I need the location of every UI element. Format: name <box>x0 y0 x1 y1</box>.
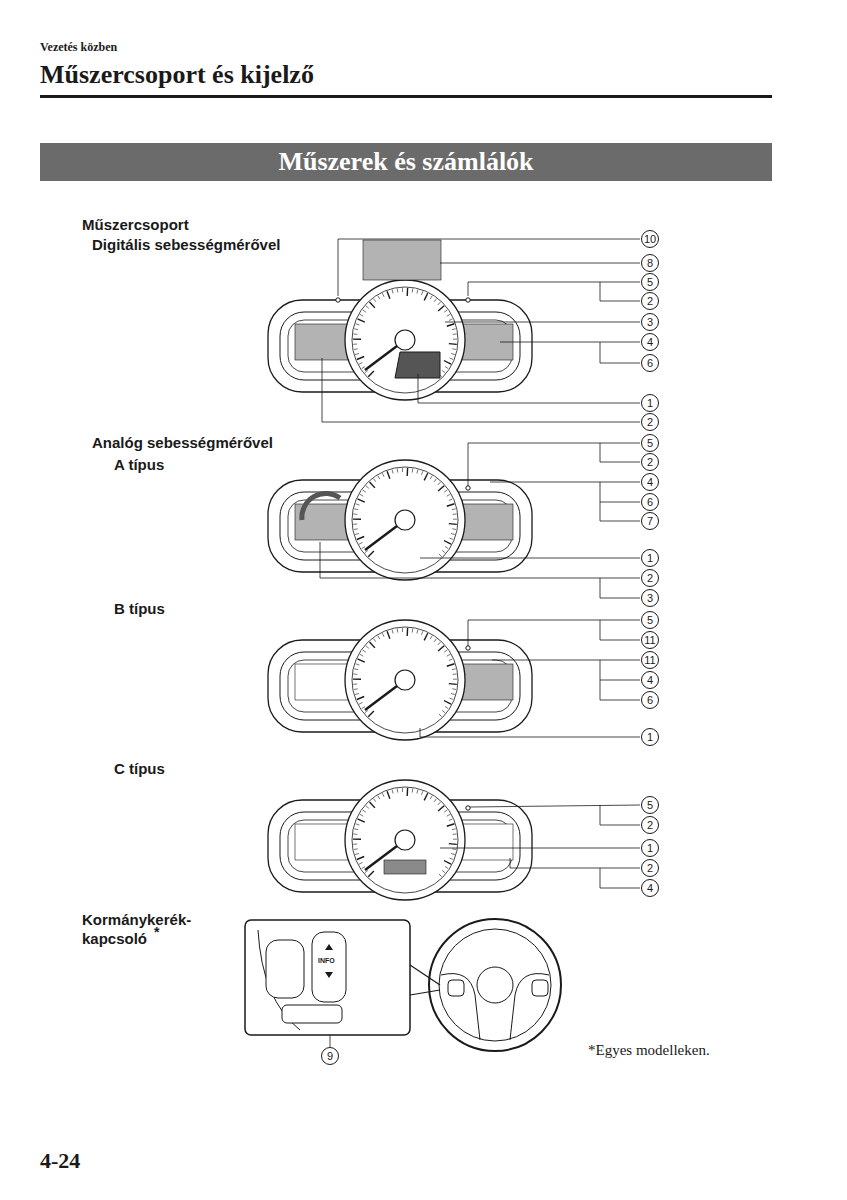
callout-number: 5 <box>641 796 659 814</box>
leader-line <box>468 282 640 296</box>
callout-number: 6 <box>641 354 659 372</box>
callout-number: 9 <box>321 1047 339 1065</box>
leader-line <box>600 805 640 825</box>
section-band: Műszerek és számlálók <box>40 143 772 181</box>
callout-number: 1 <box>641 728 659 746</box>
callout-number: 6 <box>641 691 659 709</box>
group-heading: B típus <box>114 600 165 617</box>
leader-line <box>468 620 640 646</box>
callout-number: 1 <box>641 839 659 857</box>
callout-number: 2 <box>641 292 659 310</box>
callout-number: 3 <box>641 313 659 331</box>
group-heading: Analóg sebességmérővel <box>92 434 273 451</box>
header-rule <box>40 95 772 98</box>
instrument-cluster <box>268 620 532 740</box>
callout-number: 5 <box>641 434 659 452</box>
callout-number: 6 <box>641 493 659 511</box>
callout-number: 4 <box>641 671 659 689</box>
callout-number: 2 <box>641 413 659 431</box>
page-title: Műszercsoport és kijelző <box>40 60 314 90</box>
instrument-cluster <box>268 240 532 400</box>
leader-line <box>600 578 640 598</box>
leader-line <box>492 660 640 661</box>
footnote-mark: * <box>154 924 159 940</box>
leader-line <box>420 728 640 737</box>
callout-number: 5 <box>641 273 659 291</box>
button-label: INFO <box>318 957 335 964</box>
leader-line <box>600 482 640 502</box>
leader-line <box>490 482 640 483</box>
group-heading: C típus <box>114 760 165 777</box>
leader-line <box>468 443 640 486</box>
callout-number: 5 <box>641 611 659 629</box>
instrument-cluster <box>268 460 532 580</box>
callout-number: 1 <box>641 394 659 412</box>
leader-line <box>338 239 640 296</box>
leader-line <box>322 358 640 422</box>
steering-switch-illustration <box>245 919 561 1051</box>
group-heading: Digitális sebességmérővel <box>92 236 280 253</box>
leader-line <box>440 263 640 264</box>
section-heading: Műszerek és számlálók <box>278 147 533 177</box>
callout-number: 4 <box>641 333 659 351</box>
leader-line <box>600 660 640 680</box>
callout-number: 4 <box>641 879 659 897</box>
leader-line <box>600 868 640 888</box>
callout-number: 2 <box>641 453 659 471</box>
leader-line <box>600 282 640 301</box>
callout-number: 10 <box>641 230 659 248</box>
leader-line <box>600 443 640 462</box>
group-heading: Kormánykerék-kapcsoló <box>82 910 202 948</box>
leader-line <box>440 848 640 849</box>
callout-number: 1 <box>641 549 659 567</box>
callout-number: 2 <box>641 569 659 587</box>
footnote: *Egyes modelleken. <box>588 1042 710 1059</box>
callout-number: 2 <box>641 816 659 834</box>
leader-line <box>418 374 640 403</box>
leader-line <box>500 342 640 343</box>
leader-line <box>320 542 640 578</box>
page-number: 4-24 <box>40 1148 80 1174</box>
leader-line <box>470 805 640 807</box>
leader-line <box>420 558 640 559</box>
callout-number: 4 <box>641 473 659 491</box>
callout-number: 11 <box>641 651 659 669</box>
leader-line <box>445 322 640 323</box>
callout-number: 11 <box>641 631 659 649</box>
leader-line <box>600 680 640 700</box>
instrument-cluster <box>268 780 532 900</box>
callout-number: 8 <box>641 254 659 272</box>
leader-line <box>600 342 640 363</box>
leader-line <box>600 502 640 521</box>
running-header: Vezetés közben <box>40 40 117 55</box>
leader-line <box>600 620 640 640</box>
group-heading: A típus <box>114 456 164 473</box>
callout-number: 7 <box>641 512 659 530</box>
callout-number: 3 <box>641 589 659 607</box>
callout-number: 2 <box>641 859 659 877</box>
group-heading: Műszercsoport <box>82 216 189 233</box>
leader-line <box>510 858 640 868</box>
